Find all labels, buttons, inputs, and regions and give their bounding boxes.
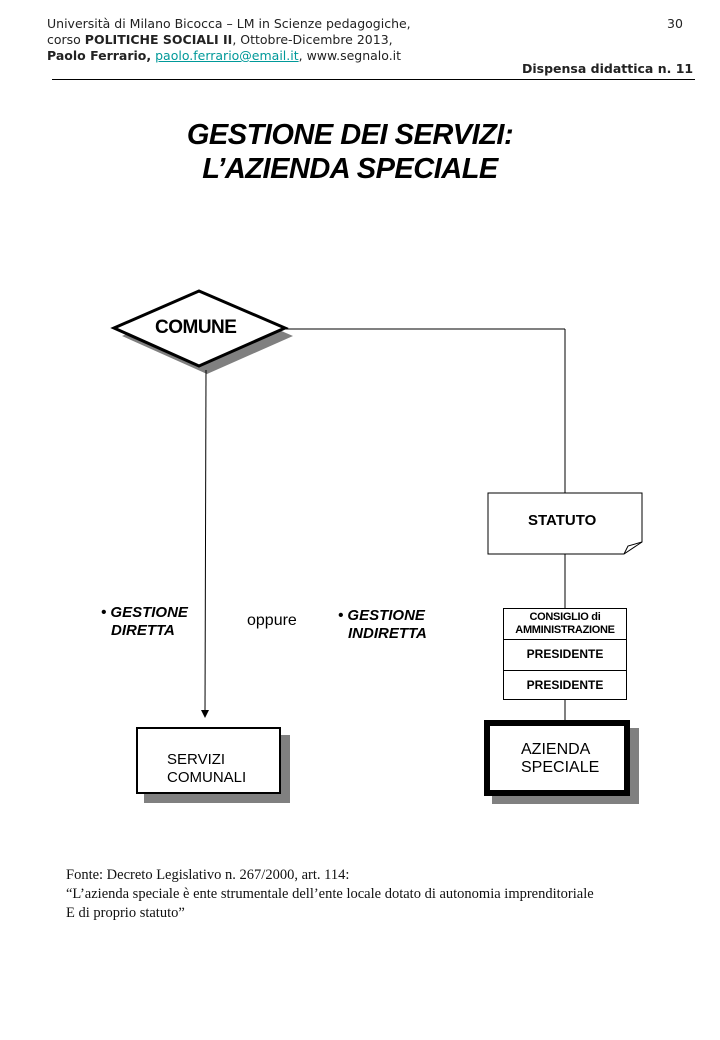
oppure-label: oppure	[247, 612, 297, 629]
title-line2: L’AZIENDA SPECIALE	[202, 153, 498, 185]
presidente-label-1: PRESIDENTE	[526, 647, 604, 661]
comune-label: COMUNE	[155, 317, 237, 338]
source-note: Fonte: Decreto Legislativo n. 267/2000, …	[66, 866, 594, 923]
azienda-box	[484, 720, 630, 796]
statuto-box	[487, 492, 643, 555]
azienda-line1: AZIENDA	[521, 741, 591, 758]
gestione-diretta-line1: • GESTIONE	[101, 604, 188, 621]
email-link[interactable]: paolo.ferrario@email.it	[155, 48, 299, 63]
servizi-line1: SERVIZI	[167, 751, 226, 768]
course-name: POLITICHE SOCIALI II	[84, 32, 233, 47]
author: Paolo Ferrario,	[47, 48, 152, 63]
comune-diamond	[110, 289, 289, 368]
azienda-line2: SPECIALE	[521, 759, 600, 776]
statuto-label: STATUTO	[528, 512, 597, 529]
gestione-indiretta-line1: • GESTIONE	[338, 607, 425, 624]
site: , www.segnalo.it	[298, 48, 402, 63]
header-line2: corso POLITICHE SOCIALI II, Ottobre-Dice…	[47, 32, 393, 48]
consiglio-table	[503, 608, 627, 700]
dispensa-label: Dispensa didattica n. 11	[522, 61, 694, 76]
connector	[204, 369, 207, 713]
header-line1: Università di Milano Bicocca – LM in Sci…	[47, 16, 411, 31]
source-line2: “L’azienda speciale è ente strumentale d…	[66, 886, 594, 902]
header-line3: Paolo Ferrario, paolo.ferrario@email.it,…	[47, 48, 401, 64]
gestione-indiretta-line2: INDIRETTA	[348, 625, 427, 642]
header-divider	[52, 79, 695, 80]
title-line1: GESTIONE DEI SERVIZI:	[186, 119, 514, 151]
presidente-label-2: PRESIDENTE	[526, 678, 604, 692]
arrow-head-icon	[201, 710, 209, 718]
servizi-box	[136, 727, 281, 794]
source-line1: Fonte: Decreto Legislativo n. 267/2000, …	[66, 867, 350, 883]
source-line3: E di proprio statuto”	[66, 905, 185, 921]
servizi-line2: COMUNALI	[167, 769, 247, 786]
consiglio-label: CONSIGLIO di AMMINISTRAZIONE	[515, 611, 615, 636]
gestione-diretta-line2: DIRETTA	[111, 622, 175, 639]
course-dates: , Ottobre-Dicembre 2013,	[232, 32, 393, 47]
page-number: 30	[667, 16, 683, 31]
course-prefix: corso	[47, 32, 85, 47]
folded-corner-icon	[623, 541, 643, 555]
